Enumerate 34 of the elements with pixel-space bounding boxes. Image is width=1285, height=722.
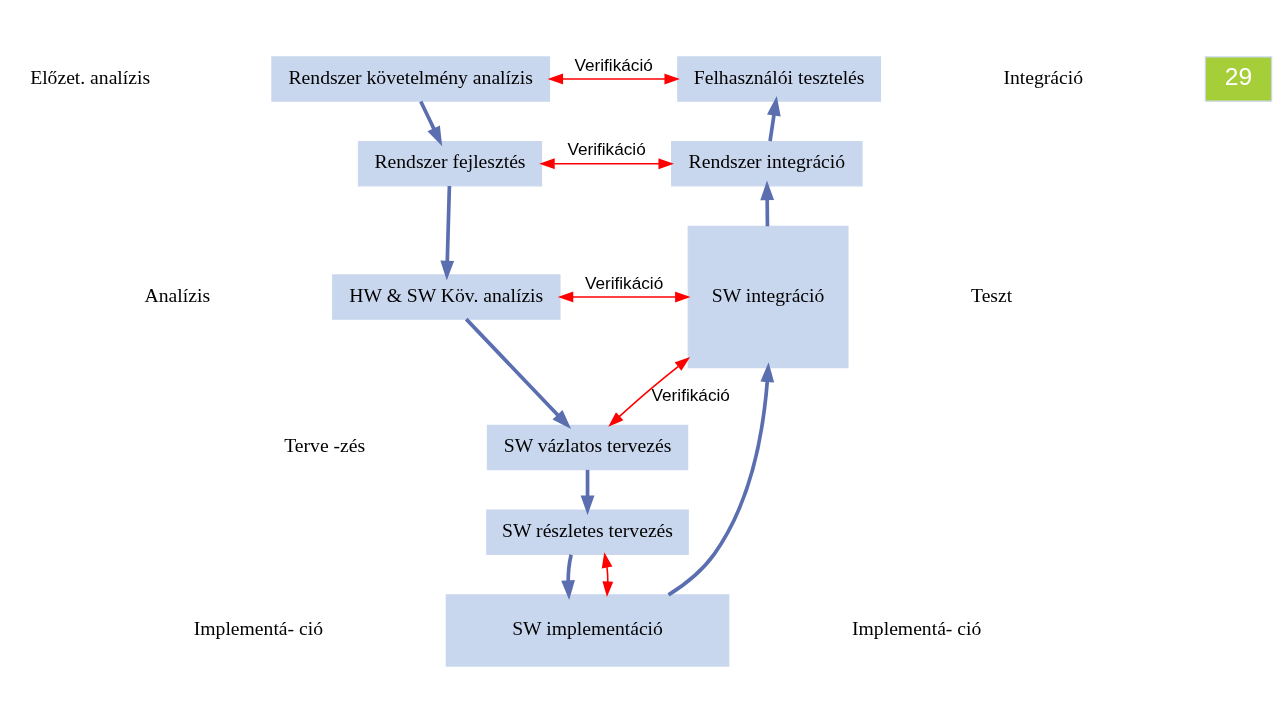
arrow — [580, 469, 595, 515]
node-box: Rendszer követelmény analízis — [271, 55, 551, 102]
arrow — [419, 100, 443, 146]
label: Implementá- ció — [193, 616, 324, 639]
label: Analízis — [144, 283, 211, 306]
node-box: SW részletes tervezés — [486, 509, 689, 555]
arrow — [667, 361, 775, 596]
edge-label: Verifikáció — [567, 138, 646, 159]
arrow — [539, 157, 674, 169]
arrow — [767, 95, 781, 141]
label: Integráció — [1003, 65, 1083, 88]
arrow — [601, 551, 614, 597]
arrow — [760, 179, 775, 226]
label: 29 — [1224, 62, 1253, 90]
edge-label: Verifikáció — [574, 54, 653, 75]
arrow — [547, 73, 680, 84]
arrow — [608, 356, 691, 427]
edge-label: Verifikáció — [651, 384, 730, 405]
node-box: SW implementáció — [445, 593, 730, 667]
node-box: SW vázlatos tervezés — [486, 424, 689, 470]
label: Teszt — [971, 283, 1013, 306]
node-box: Felhasználói tesztelés — [677, 55, 882, 102]
label: Implementá- ció — [852, 616, 982, 639]
arrow — [440, 185, 455, 280]
node-box: SW integráció — [687, 225, 849, 368]
arrow — [561, 553, 575, 600]
node-box: HW & SW Köv. analízis — [332, 273, 561, 320]
node-box: Rendszer fejlesztés — [357, 140, 543, 186]
edge-label: Verifikáció — [584, 272, 664, 293]
arrow — [557, 291, 691, 302]
label: Terve -zés — [284, 433, 366, 456]
node-box: Rendszer integráció — [671, 140, 863, 186]
arrow — [464, 317, 572, 429]
label: Előzet. analízis — [30, 65, 151, 88]
